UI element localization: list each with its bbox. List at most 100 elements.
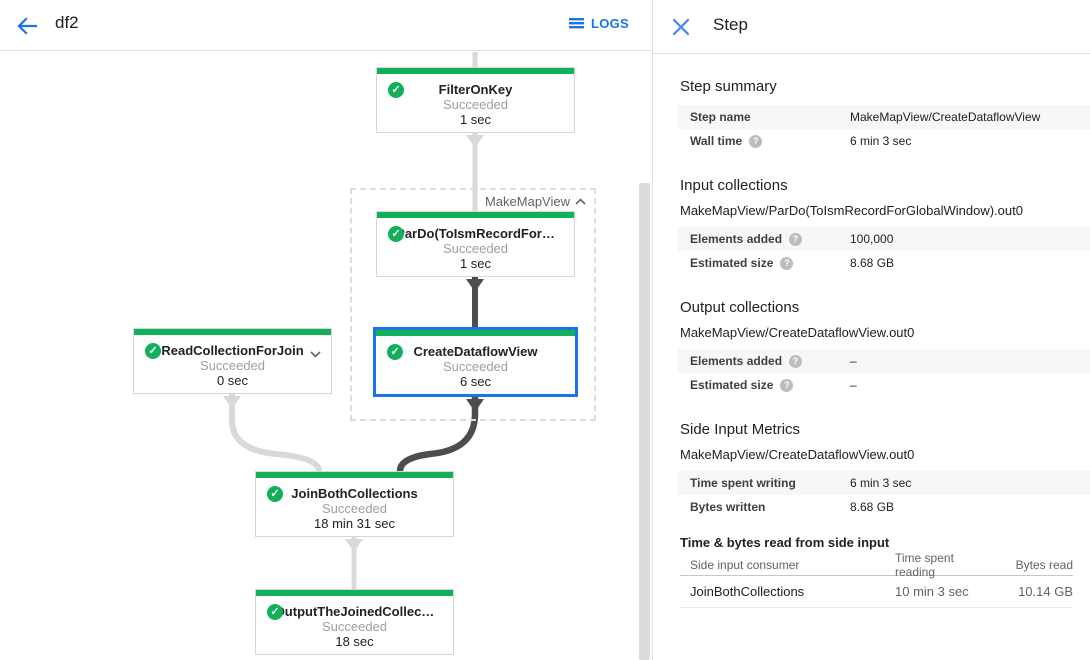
node-status: Succeeded: [442, 241, 509, 256]
node-status-bar: [134, 329, 331, 335]
node-title: CreateDataflowView: [413, 344, 538, 359]
metric-label: Estimated size: [690, 378, 774, 392]
metric-value: –: [850, 378, 857, 392]
graph-node-outputthejoinedcollection[interactable]: ✓ OutputTheJoinedCollec… Succeeded 18 se…: [255, 589, 454, 655]
node-title: ReadCollectionForJoin: [161, 343, 304, 358]
group-makemapview: MakeMapView: [350, 188, 596, 421]
side-input-metrics-table: Time spent writing 6 min 3 sec Bytes wri…: [678, 471, 1090, 519]
node-status-bar: [376, 330, 575, 336]
node-time: 0 sec: [216, 373, 249, 388]
graph-node-pardo-toismrecord[interactable]: ✓ ParDo(ToIsmRecordFor… Succeeded 1 sec: [376, 211, 575, 277]
check-circle-icon: ✓: [387, 344, 403, 360]
node-time: 6 sec: [459, 374, 492, 389]
metric-label: Elements added: [690, 354, 783, 368]
metric-row: Time spent writing 6 min 3 sec: [678, 471, 1090, 495]
metric-row: Elements added? 100,000: [678, 227, 1090, 251]
output-collection-name: MakeMapView/CreateDataflowView.out0: [680, 325, 915, 340]
panel-divider: [652, 0, 653, 660]
bytes-cell: 10.14 GB: [1018, 584, 1073, 599]
section-side-input-metrics-heading: Side Input Metrics: [680, 421, 801, 438]
metric-value: 8.68 GB: [850, 256, 895, 270]
panel-header: Step: [653, 0, 1090, 54]
node-status-bar: [256, 590, 453, 596]
node-title: ParDo(ToIsmRecordFor…: [396, 226, 555, 241]
help-icon[interactable]: ?: [789, 354, 803, 368]
metric-value: 6 min 3 sec: [850, 134, 912, 148]
input-collections-table: Elements added? 100,000 Estimated size? …: [678, 227, 1090, 275]
job-graph-canvas[interactable]: MakeMapView ✓ FilterOnKey Succeeded 1 se…: [0, 52, 653, 660]
close-icon[interactable]: [671, 17, 691, 37]
check-circle-icon: ✓: [388, 82, 404, 98]
metric-label: Time spent writing: [690, 476, 796, 490]
section-step-summary-heading: Step summary: [680, 78, 777, 95]
list-icon: [568, 17, 584, 28]
node-title: JoinBothCollections: [291, 486, 418, 501]
logs-button[interactable]: LOGS: [568, 16, 629, 31]
logs-button-label: LOGS: [590, 16, 629, 31]
metric-value: 100,000: [850, 232, 894, 246]
metric-label: Elements added: [690, 232, 783, 246]
node-time: 18 sec: [335, 634, 374, 649]
graph-region: df2 LOGS: [0, 0, 653, 660]
side-input-collection-name: MakeMapView/CreateDataflowView.out0: [680, 447, 915, 462]
graph-node-joinbothcollections[interactable]: ✓ JoinBothCollections Succeeded 18 min 3…: [255, 471, 454, 537]
node-status-bar: [256, 472, 453, 478]
column-header: Time spent reading: [895, 550, 954, 579]
metric-label: Estimated size: [690, 256, 774, 270]
panel-title: Step: [713, 15, 748, 34]
graph-node-filteronkey[interactable]: ✓ FilterOnKey Succeeded 1 sec: [376, 67, 575, 133]
node-status: Succeeded: [321, 501, 388, 516]
node-title: FilterOnKey: [438, 82, 513, 97]
node-status: Succeeded: [442, 97, 509, 112]
chevron-up-icon: [575, 198, 586, 205]
step-summary-table: Step name MakeMapView/CreateDataflowView…: [678, 105, 1090, 153]
back-arrow-icon[interactable]: [14, 13, 40, 39]
graph-header: df2 LOGS: [0, 0, 653, 51]
panel-body: Step summary Step name MakeMapView/Creat…: [653, 78, 1090, 608]
metric-row: Step name MakeMapView/CreateDataflowView: [678, 105, 1090, 129]
node-time: 18 min 31 sec: [314, 516, 395, 531]
section-input-collections-heading: Input collections: [680, 177, 788, 194]
consumer-cell: JoinBothCollections: [690, 584, 805, 599]
column-header: Bytes read: [1015, 557, 1073, 572]
vertical-scrollbar-thumb[interactable]: [639, 183, 650, 660]
metric-row: Elements added? –: [678, 349, 1090, 373]
metric-label: Step name: [690, 110, 751, 124]
metric-value: 8.68 GB: [850, 500, 895, 514]
metric-label: Bytes written: [690, 500, 766, 514]
side-input-read-table-heading: Time & bytes read from side input: [680, 535, 890, 550]
node-status: Succeeded: [321, 619, 388, 634]
step-details-panel: Step Step summary Step name MakeMapView/…: [653, 0, 1090, 660]
group-makemapview-toggle[interactable]: MakeMapView: [485, 194, 586, 209]
help-icon[interactable]: ?: [780, 256, 794, 270]
node-status: Succeeded: [199, 358, 266, 373]
graph-node-createdataflowview-selected[interactable]: ✓ CreateDataflowView Succeeded 6 sec: [373, 327, 578, 397]
help-icon[interactable]: ?: [789, 232, 803, 246]
section-output-collections-heading: Output collections: [680, 299, 800, 316]
table-row: JoinBothCollections 10 min 3 sec 10.14 G…: [680, 576, 1073, 608]
graph-node-readcollectionforjoin[interactable]: ✓ ReadCollectionForJoin Succeeded 0 sec: [133, 328, 332, 394]
time-cell: 10 min 3 sec: [895, 584, 969, 599]
check-circle-icon: ✓: [267, 604, 283, 620]
metric-row: Bytes written 8.68 GB: [678, 495, 1090, 519]
node-time: 1 sec: [459, 256, 492, 271]
help-icon[interactable]: ?: [749, 134, 763, 148]
node-status-bar: [377, 212, 574, 218]
table-header-row: Side input consumer Time spent reading B…: [680, 550, 1073, 579]
input-collection-name: MakeMapView/ParDo(ToIsmRecordForGlobalWi…: [680, 203, 1023, 218]
job-title: df2: [55, 13, 79, 32]
check-circle-icon: ✓: [388, 226, 404, 242]
output-collections-table: Elements added? – Estimated size? –: [678, 349, 1090, 397]
help-icon[interactable]: ?: [780, 378, 794, 392]
node-status-bar: [377, 68, 574, 74]
metric-label: Wall time: [690, 134, 743, 148]
chevron-down-icon[interactable]: [310, 345, 321, 363]
metric-row: Wall time? 6 min 3 sec: [678, 129, 1090, 153]
column-header: Side input consumer: [690, 557, 800, 572]
check-circle-icon: ✓: [145, 343, 161, 359]
node-title: OutputTheJoinedCollec…: [274, 604, 435, 619]
node-time: 1 sec: [459, 112, 492, 127]
metric-value: MakeMapView/CreateDataflowView: [850, 110, 1041, 124]
group-label: MakeMapView: [484, 194, 570, 209]
